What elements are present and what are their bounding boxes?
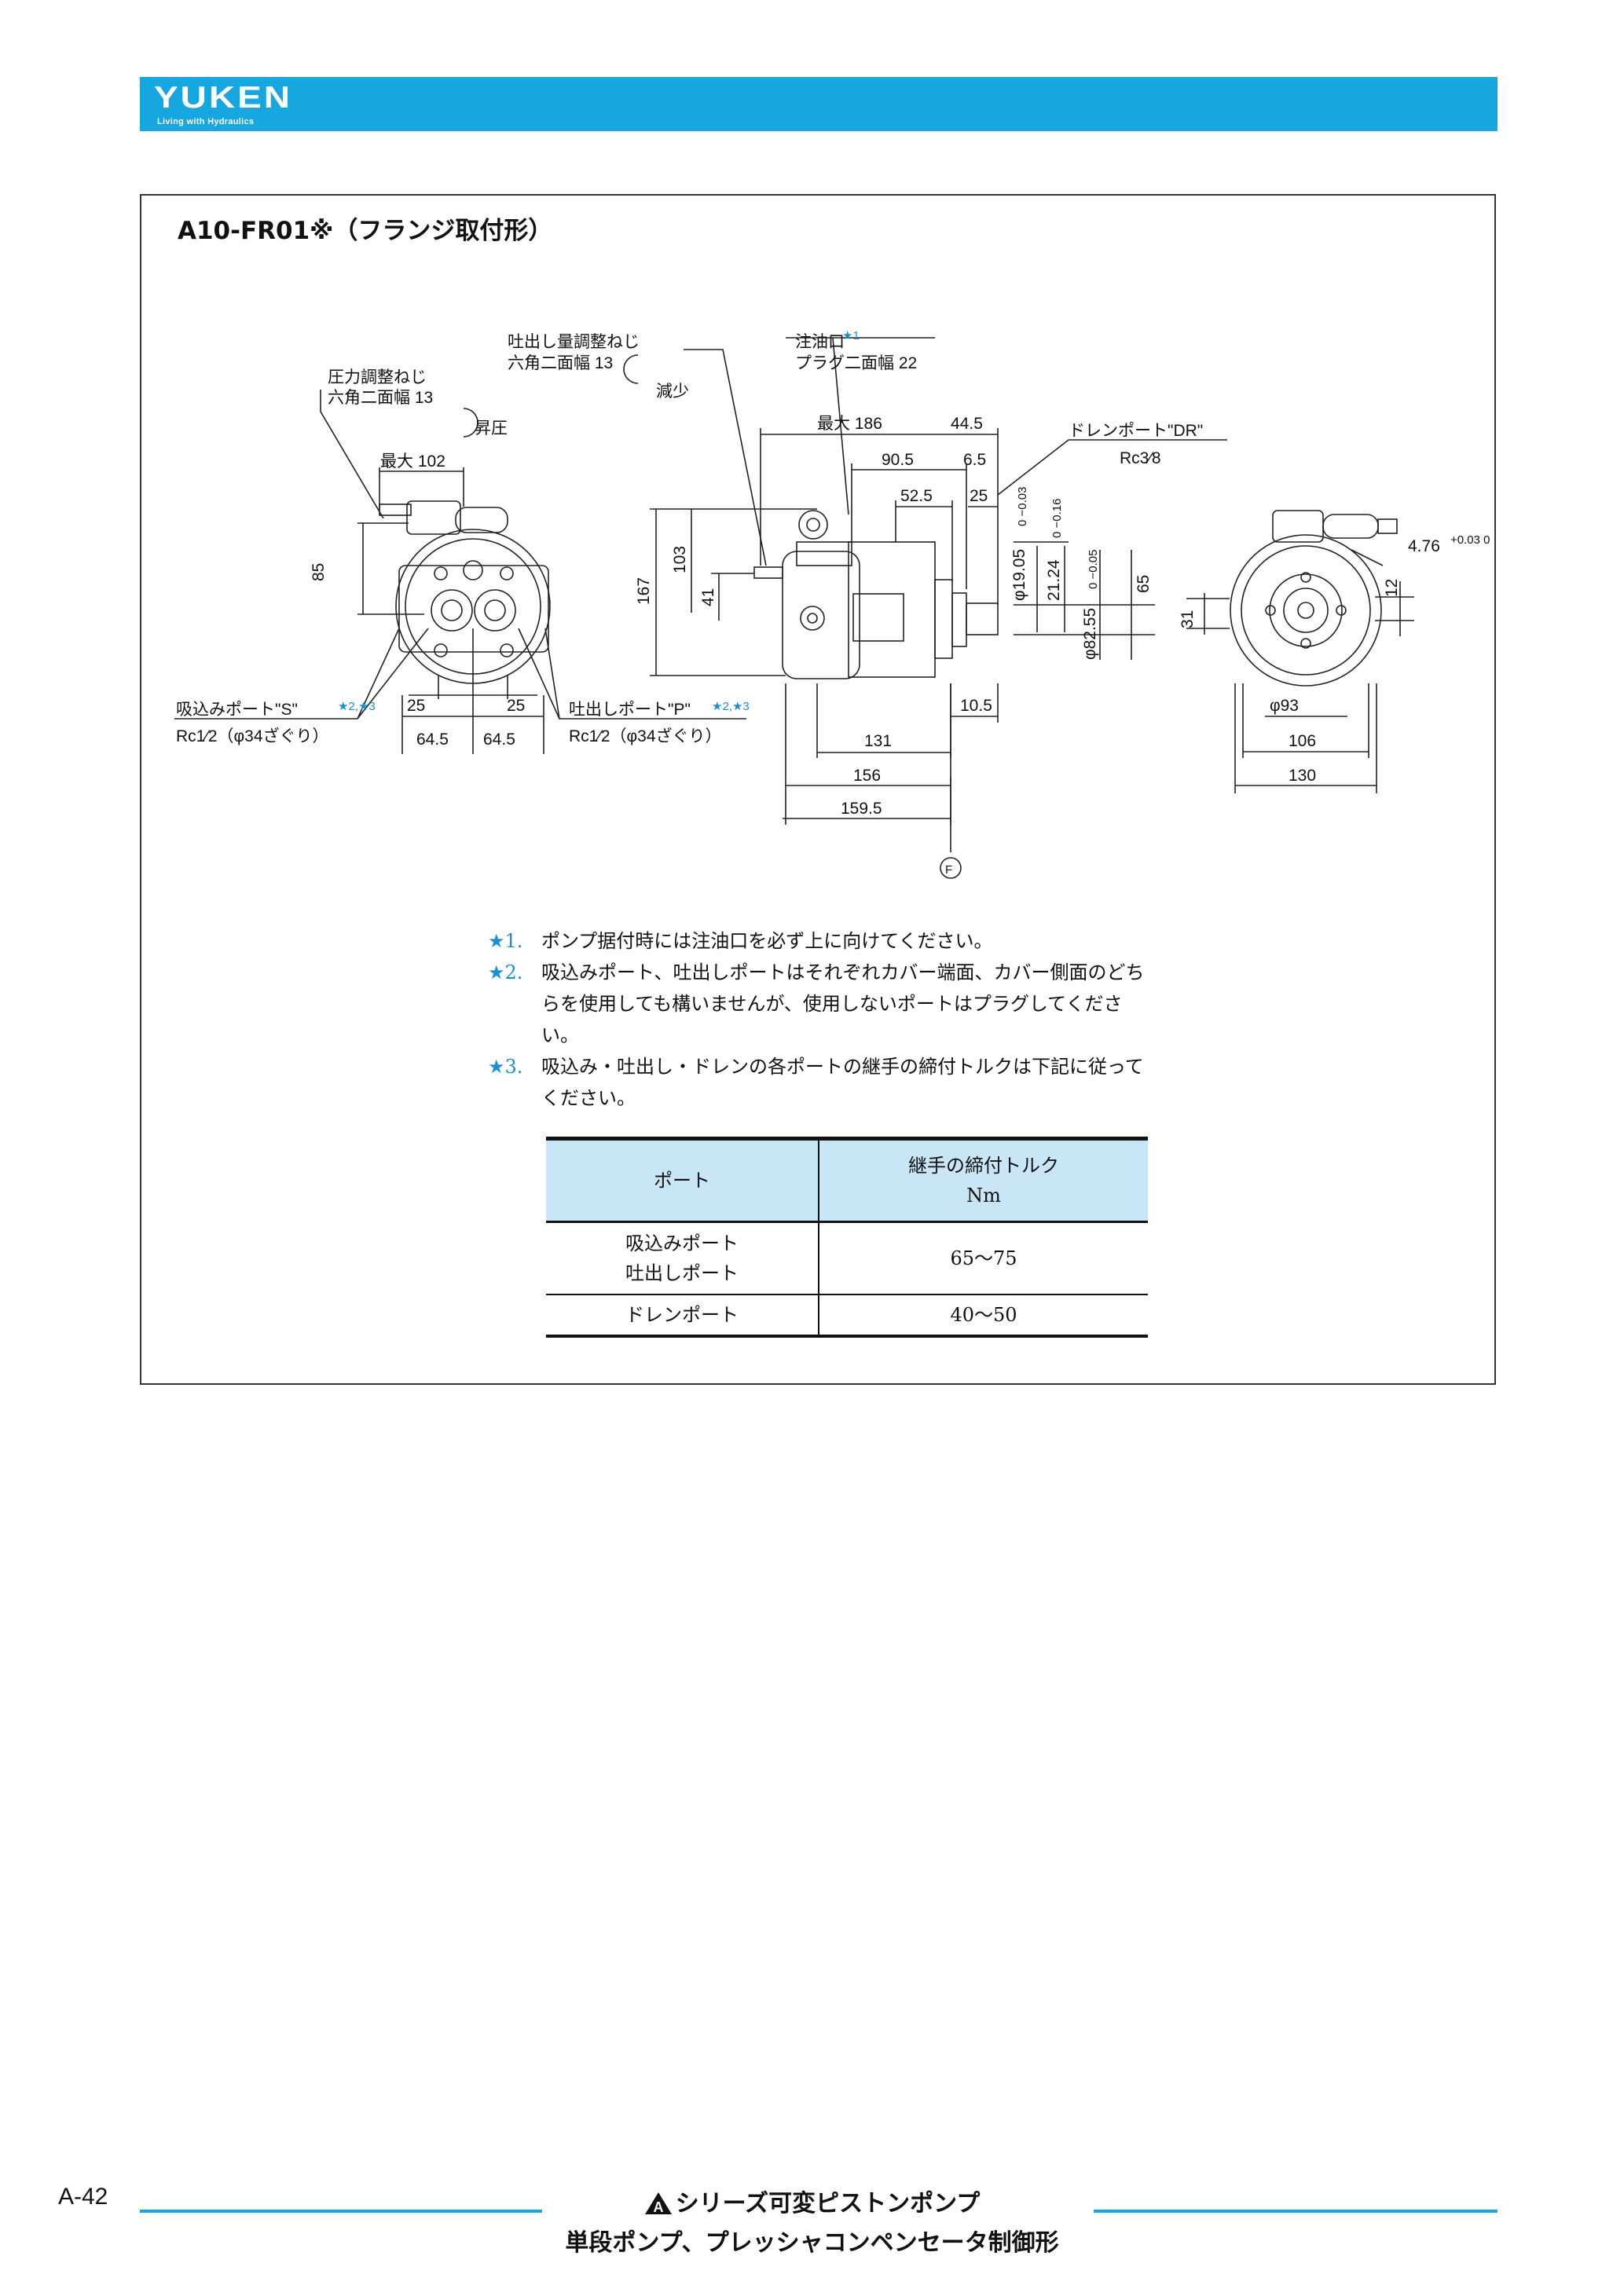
footer-series-title: A シリーズ可変ピストンポンプ: [0, 2184, 1624, 2218]
label-drain-rc: Rc3⁄8: [1120, 449, 1161, 467]
dim-21tol: 0 −0.16: [1050, 499, 1064, 538]
footer-line2: 単段ポンプ、プレッシャコンペンセータ制御形: [565, 2229, 1059, 2257]
note-3-text: 吸込み・吐出し・ドレンの各ポートの継手の締付トルクは下記に従ってください。: [541, 1056, 1144, 1109]
label-suction-port: 吸込みポート"S": [176, 701, 298, 719]
dim-65: 65: [1135, 575, 1153, 593]
notes-list: ★1. ポンプ据付時には注油口を必ず上に向けてください。 ★2. 吸込みポート、…: [488, 925, 1148, 1114]
note-1: ★1. ポンプ据付時には注油口を必ず上に向けてください。: [488, 925, 1148, 957]
table-cell-discharge: 吐出しポート: [625, 1262, 739, 1284]
label-discharge-rc: Rc1⁄2（φ34ざぐり）: [569, 727, 722, 745]
page-number: A-42: [58, 2184, 108, 2210]
table-header-row: ポート 継手の締付トルク Nm: [546, 1137, 1148, 1223]
content-frame: [140, 194, 1496, 1385]
dim-25c: 25: [970, 487, 988, 505]
dim-130: 130: [1289, 767, 1316, 785]
dim-fmark: F: [945, 863, 952, 877]
svg-text:A: A: [653, 2199, 663, 2215]
label-drain-port: ドレンポート"DR": [1069, 422, 1203, 440]
dim-64b: 64.5: [483, 731, 515, 749]
label-discharge-star: ★2,★3: [712, 700, 750, 713]
table-cell-torque: 40〜50: [819, 1294, 1148, 1338]
table-header-torque: 継手の締付トルク Nm: [819, 1137, 1148, 1223]
dim-44: 44.5: [951, 415, 983, 433]
note-2-text: 吸込みポート、吐出しポートはそれぞれカバー端面、カバー側面のどちらを使用しても構…: [541, 961, 1145, 1046]
footer-rule-right: [1094, 2210, 1498, 2213]
dim-103: 103: [671, 546, 689, 573]
dim-6: 6.5: [963, 451, 986, 469]
dim-90: 90.5: [882, 451, 914, 469]
table-cell-port: 吸込みポート 吐出しポート: [546, 1221, 819, 1295]
dim-dia19tol: 0 −0.03: [1016, 487, 1029, 526]
technical-drawing: 圧力調整ねじ 六角二面幅 13 昇圧 吐出し量調整ねじ 六角二面幅 13 減少 …: [174, 329, 1490, 879]
note-2-mark: ★2.: [488, 961, 523, 983]
dim-dia93: φ93: [1270, 697, 1299, 715]
table-row: 吸込みポート 吐出しポート 65〜75: [546, 1221, 1148, 1295]
dim-106: 106: [1289, 732, 1316, 750]
left-view: [174, 354, 746, 754]
table-header-port: ポート: [546, 1137, 819, 1223]
dim-85: 85: [310, 563, 328, 581]
label-decrease: 減少: [656, 383, 689, 401]
table-header-torque-label: 継手の締付トルク: [908, 1155, 1059, 1177]
dim-12: 12: [1383, 579, 1401, 597]
table-cell-suction: 吸込みポート: [625, 1232, 739, 1254]
series-a-icon: A: [644, 2192, 672, 2215]
dim-52: 52.5: [900, 487, 933, 505]
dim-476: 4.76: [1408, 537, 1440, 555]
dim-dia82tol: 0 −0.05: [1087, 550, 1100, 589]
right-view: [1186, 510, 1414, 793]
table-header-torque-unit: Nm: [966, 1185, 1001, 1207]
footer-line1: シリーズ可変ピストンポンプ: [675, 2190, 981, 2217]
torque-table: ポート 継手の締付トルク Nm 吸込みポート 吐出しポート 65〜75 ドレンポ…: [546, 1137, 1148, 1338]
dim-31: 31: [1179, 610, 1197, 628]
dim-dia82: φ82.55: [1081, 608, 1099, 660]
dim-156: 156: [853, 767, 881, 785]
dim-25a: 25: [407, 697, 425, 715]
table-cell-torque: 65〜75: [819, 1221, 1148, 1295]
label-hex13-a: 六角二面幅 13: [328, 389, 433, 407]
dim-41: 41: [699, 588, 717, 606]
dim-131: 131: [864, 732, 892, 750]
note-1-text: ポンプ据付時には注油口を必ず上に向けてください。: [541, 930, 993, 952]
label-hex13-b: 六角二面幅 13: [508, 354, 613, 372]
dim-10: 10.5: [960, 697, 992, 715]
dim-25b: 25: [507, 697, 525, 715]
dim-max186: 最大 186: [817, 415, 882, 433]
label-increase: 昇圧: [475, 419, 508, 438]
dim-159: 159.5: [841, 800, 882, 818]
label-oil-star: ★1: [842, 329, 860, 342]
middle-view: [650, 337, 1227, 879]
label-pressure-screw: 圧力調整ねじ: [328, 368, 427, 386]
footer-rule-left: [140, 2210, 542, 2213]
table-row: ドレンポート 40〜50: [546, 1294, 1148, 1338]
note-2: ★2. 吸込みポート、吐出しポートはそれぞれカバー端面、カバー側面のどちらを使用…: [488, 957, 1148, 1051]
label-suction-star: ★2,★3: [338, 700, 376, 713]
note-3-mark: ★3.: [488, 1056, 523, 1078]
dim-21: 21.24: [1045, 559, 1063, 601]
page-title: A10-FR01※（フランジ取付形）: [178, 217, 553, 245]
label-suction-rc: Rc1⁄2（φ34ざぐり）: [176, 727, 329, 745]
dim-dia19: φ19.05: [1010, 549, 1028, 601]
note-3: ★3. 吸込み・吐出し・ドレンの各ポートの継手の締付トルクは下記に従ってください…: [488, 1051, 1148, 1114]
dim-167: 167: [635, 577, 653, 605]
note-1-mark: ★1.: [488, 930, 523, 952]
brand-tagline: Living with Hydraulics: [157, 117, 255, 126]
dim-max102: 最大 102: [380, 452, 445, 471]
label-discharge-port: 吐出しポート"P": [569, 701, 691, 719]
dim-64a: 64.5: [416, 731, 449, 749]
header-bar: YUKEN Living with Hydraulics: [140, 77, 1498, 131]
label-flow-screw: 吐出し量調整ねじ: [508, 333, 640, 351]
brand-logo: YUKEN: [154, 79, 293, 115]
table-cell-drain: ドレンポート: [546, 1294, 819, 1338]
dim-476tol: +0.03 0: [1450, 533, 1490, 547]
label-plug22: プラグ二面幅 22: [795, 354, 917, 372]
label-oil-port: 注油口: [795, 333, 845, 351]
